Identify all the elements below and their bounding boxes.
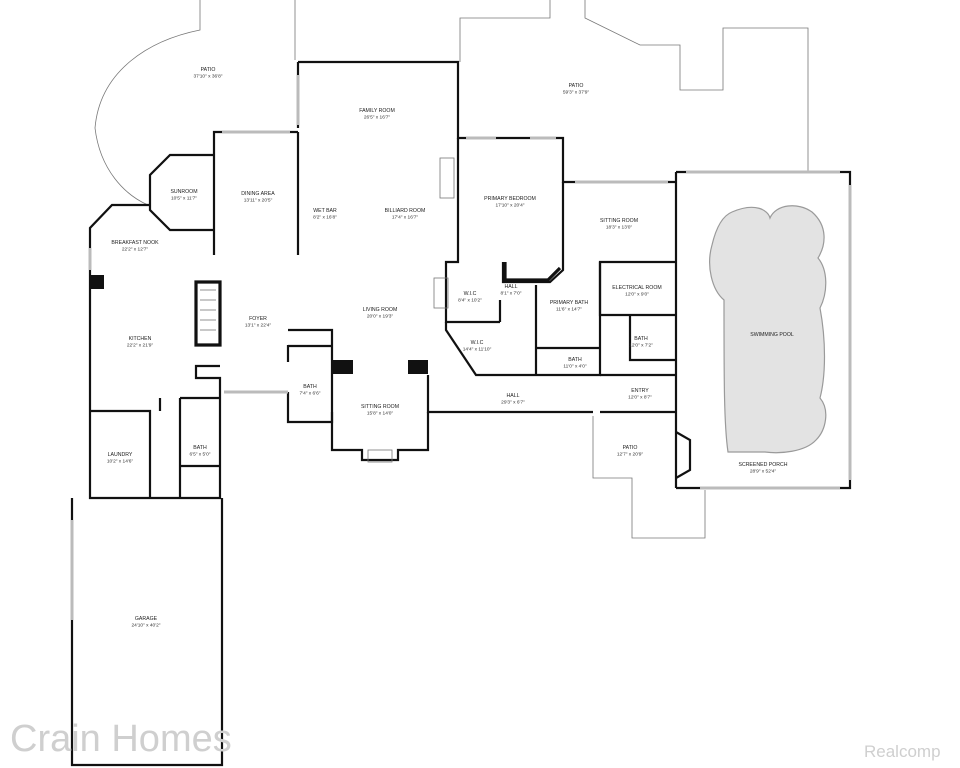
room-dimensions: 13'11" x 20'5"	[244, 198, 273, 204]
patio-outlines	[94, 0, 809, 539]
source-watermark: Realcomp	[864, 742, 941, 761]
room-dimensions: 22'2" x 21'9"	[127, 343, 154, 349]
room-dimensions: 37'10" x 36'8"	[194, 74, 223, 80]
room-label: DINING AREA	[241, 191, 275, 197]
fixtures	[90, 157, 562, 463]
room-label: BATH	[568, 357, 582, 363]
room-dimensions: 12'7" x 20'9"	[617, 452, 644, 458]
room-dimensions: 7'4" x 6'6"	[300, 391, 321, 397]
room-dimensions: 8'2" x 16'8"	[313, 215, 337, 221]
room-label: LIVING ROOM	[363, 307, 398, 313]
room-label: BREAKFAST NOOK	[111, 240, 159, 246]
room-label: PATIO	[201, 67, 216, 73]
room-dimensions: 10'5" x 11'7"	[171, 196, 197, 202]
room-label: SITTING ROOM	[361, 404, 399, 410]
room-label: FAMILY ROOM	[359, 108, 395, 114]
room-label: GARAGE	[135, 616, 158, 622]
room-dimensions: 14'4" x 11'10"	[463, 347, 492, 353]
room-label: SITTING ROOM	[600, 218, 638, 224]
room-dimensions: 12'0" x 8'7"	[628, 395, 652, 401]
room-label: SUNROOM	[170, 189, 197, 195]
room-label: BILLIARD ROOM	[385, 208, 426, 214]
room-dimensions: 12'0" x 7'2"	[629, 343, 653, 349]
room-dimensions: 26'5" x 16'7"	[364, 115, 391, 121]
room-label: ENTRY	[631, 388, 649, 394]
room-label: FOYER	[249, 316, 267, 322]
brand-watermark: Crain Homes	[10, 718, 232, 760]
room-dimensions: 11'6" x 14'7"	[556, 307, 582, 313]
room-label: SWIMMING POOL	[750, 332, 794, 338]
room-label: W.I.C	[471, 340, 484, 346]
room-dimensions: 17'10" x 20'4"	[496, 203, 525, 209]
room-dimensions: 28'9" x 52'4"	[750, 469, 777, 475]
room-dimensions: 22'2" x 12'7"	[122, 247, 149, 253]
room-dimensions: 6'5" x 5'0"	[190, 452, 211, 458]
room-dimensions: 8'1" x 7'0"	[501, 291, 522, 297]
room-label: W.I.C	[464, 291, 477, 297]
windows	[70, 75, 852, 620]
room-dimensions: 13'1" x 22'4"	[245, 323, 272, 329]
room-label: HALL	[505, 284, 518, 290]
room-label: SCREENED PORCH	[738, 462, 787, 468]
room-dimensions: 15'8" x 14'0"	[367, 411, 394, 417]
room-dimensions: 20'0" x 19'3"	[367, 314, 394, 320]
room-label: ELECTRICAL ROOM	[612, 285, 661, 291]
room-label: BATH	[193, 445, 207, 451]
room-dimensions: 12'0" x 9'0"	[625, 292, 649, 298]
room-label: BATH	[303, 384, 317, 390]
room-label: PRIMARY BATH	[550, 300, 589, 306]
room-dimensions: 29'3" x 6'7"	[501, 400, 525, 406]
room-dimensions: 17'4" x 16'7"	[392, 215, 419, 221]
room-label: BATH	[634, 336, 648, 342]
room-dimensions: 18'3" x 13'0"	[606, 225, 633, 231]
room-label: PATIO	[623, 445, 638, 451]
exterior-walls	[70, 60, 852, 767]
room-label: WET BAR	[313, 208, 337, 214]
swimming-pool	[709, 205, 827, 454]
room-label: HALL	[507, 393, 520, 399]
room-label: PRIMARY BEDROOM	[484, 196, 536, 202]
room-dimensions: 8'4" x 10'2"	[458, 298, 482, 304]
room-label: KITCHEN	[129, 336, 152, 342]
room-label: LAUNDRY	[108, 452, 133, 458]
room-dimensions: 59'3" x 37'9"	[563, 90, 590, 96]
room-dimensions: 24'10" x 40'2"	[132, 623, 161, 629]
room-dimensions: 10'2" x 14'6"	[107, 459, 134, 465]
room-label: PATIO	[569, 83, 584, 89]
room-dimensions: 11'0" x 4'0"	[563, 364, 587, 370]
